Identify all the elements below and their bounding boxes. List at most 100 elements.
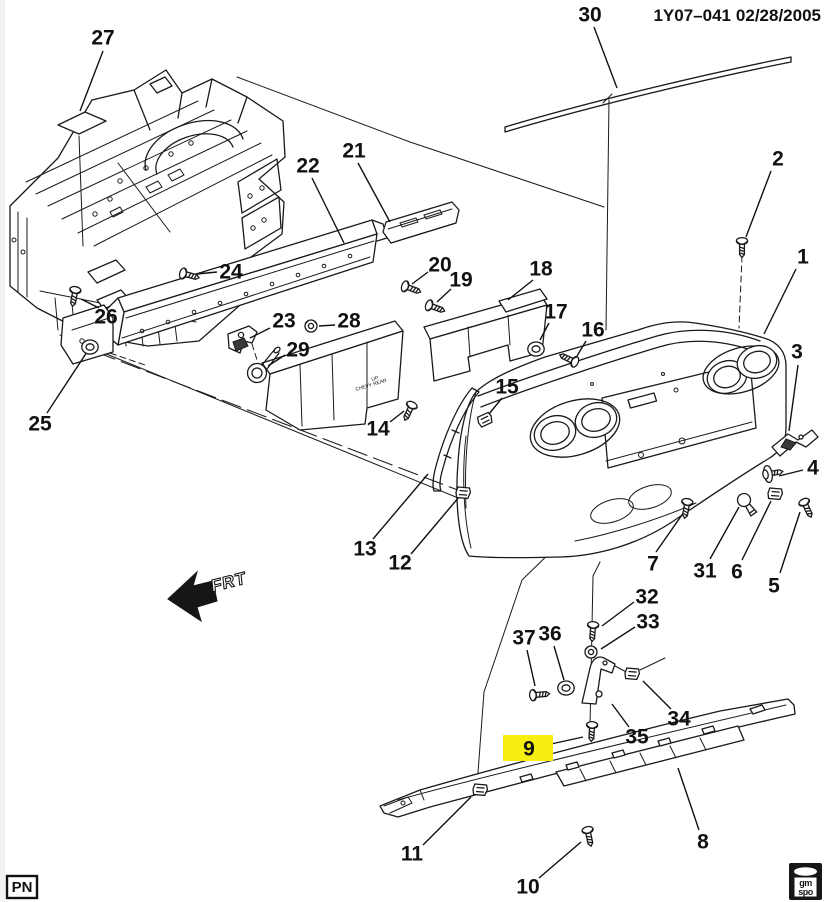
label-plate-part-27 [57, 111, 107, 247]
nut-icon-part-33 [584, 645, 598, 659]
callout-37[interactable]: 37 [512, 627, 535, 650]
absorber-marking-up: UP [371, 375, 380, 383]
leader-line-26 [80, 298, 100, 309]
leader-line-8 [677, 767, 700, 831]
screw-icon-part-19 [423, 298, 448, 317]
leader-line-21 [357, 162, 391, 223]
callout-17[interactable]: 17 [544, 301, 567, 324]
callout-5[interactable]: 5 [768, 575, 780, 598]
callout-15[interactable]: 15 [495, 376, 519, 399]
callout-6[interactable]: 6 [731, 561, 743, 584]
frt-label: FRT [210, 568, 247, 596]
molding-part-30 [504, 56, 792, 133]
scan-edge [0, 0, 5, 902]
callout-28[interactable]: 28 [337, 310, 361, 333]
leader-line-23 [249, 327, 271, 339]
callout-14[interactable]: 14 [366, 418, 390, 441]
lower-valance-part-8 [379, 698, 796, 818]
callout-19[interactable]: 19 [449, 269, 472, 292]
callout-18[interactable]: 18 [529, 258, 553, 281]
leader-line-17 [539, 322, 550, 341]
callout-26[interactable]: 26 [94, 306, 117, 329]
leader-line-25 [46, 351, 88, 414]
leader-line-7 [655, 511, 685, 553]
grommet-icon-part-17 [527, 341, 545, 357]
callout-12[interactable]: 12 [388, 552, 411, 575]
bracket-part-3 [771, 429, 819, 457]
leader-line-1 [763, 268, 797, 335]
callout-30[interactable]: 30 [578, 4, 601, 27]
clip-icon-part-6 [766, 485, 785, 503]
ballstud-icon-part-31 [734, 490, 760, 519]
rear-fascia-part-1 [456, 321, 787, 559]
leader-line-34 [642, 680, 672, 710]
callout-31[interactable]: 31 [693, 560, 717, 583]
callout-22[interactable]: 22 [296, 155, 319, 178]
callout-36[interactable]: 36 [538, 623, 561, 646]
tow-eye-part-29 [246, 346, 281, 384]
leader-line-20 [411, 271, 429, 285]
callout-29[interactable]: 29 [286, 339, 309, 362]
drawing-number: 1Y07–041 [653, 6, 731, 25]
callout-23[interactable]: 23 [272, 310, 295, 333]
callout-21[interactable]: 21 [342, 140, 366, 163]
leader-line-22 [311, 177, 345, 244]
leader-line-35 [611, 703, 630, 728]
leader-line-12 [410, 496, 460, 555]
screw-icon-part-10 [580, 824, 598, 848]
leader-line-11 [422, 796, 472, 846]
frt-direction-arrow: FRT [167, 568, 248, 623]
leader-line-28 [318, 324, 336, 327]
callout-13[interactable]: 13 [353, 538, 376, 561]
leader-line-14 [389, 410, 405, 423]
screw-icon-part-5 [796, 496, 817, 521]
leader-line-2 [745, 170, 772, 238]
callout-10[interactable]: 10 [516, 876, 539, 899]
bracket-part-21 [382, 201, 460, 244]
leader-line-10 [538, 841, 582, 879]
leader-line-4 [778, 469, 804, 477]
callout-33[interactable]: 33 [636, 611, 659, 634]
gm-spo-logo: gm spo [789, 863, 822, 900]
callout-7[interactable]: 7 [647, 553, 659, 576]
gm-oval-icon [794, 867, 817, 876]
callout-20[interactable]: 20 [428, 254, 451, 277]
callout-25[interactable]: 25 [28, 413, 52, 436]
callout-8[interactable]: 8 [697, 831, 709, 854]
callout-9[interactable]: 9 [523, 738, 535, 761]
nut-icon-part-28 [304, 319, 318, 333]
energy-absorber-right-part-18 [423, 288, 548, 382]
leader-line-6 [741, 500, 772, 561]
frt-arrow-head [167, 570, 218, 623]
callout-3[interactable]: 3 [791, 341, 803, 364]
energy-absorber-left-part-18: UP CHEVY REAR [261, 320, 404, 431]
screw-washer-icon-part-4 [760, 462, 785, 484]
callout-2[interactable]: 2 [772, 148, 784, 171]
screw-icon-part-2 [735, 236, 749, 259]
callout-35[interactable]: 35 [625, 726, 649, 749]
pn-box: PN [5, 874, 39, 900]
pn-label: PN [12, 879, 33, 896]
callout-1[interactable]: 1 [797, 246, 809, 269]
screw-icon-part-37 [528, 687, 551, 702]
screw-icon-part-14 [399, 399, 420, 424]
callout-24[interactable]: 24 [219, 261, 243, 284]
side-retainer-part-13 [432, 387, 480, 492]
callout-4[interactable]: 4 [807, 457, 819, 480]
logo-spo-text: spo [798, 887, 814, 897]
callout-11[interactable]: 11 [401, 843, 424, 866]
leader-lines-layer [46, 26, 804, 879]
callout-27[interactable]: 27 [91, 27, 114, 50]
bracket-part-23 [227, 325, 258, 354]
grommet-icon-part-36 [557, 680, 575, 696]
leader-line-33 [600, 626, 636, 650]
leader-line-5 [779, 511, 801, 574]
leader-line-37 [526, 649, 536, 687]
construction-lines [59, 76, 743, 787]
callout-34[interactable]: 34 [667, 708, 691, 731]
callout-32[interactable]: 32 [635, 586, 658, 609]
leader-line-16 [576, 340, 587, 357]
leader-line-18 [507, 279, 534, 301]
callout-16[interactable]: 16 [581, 319, 604, 342]
